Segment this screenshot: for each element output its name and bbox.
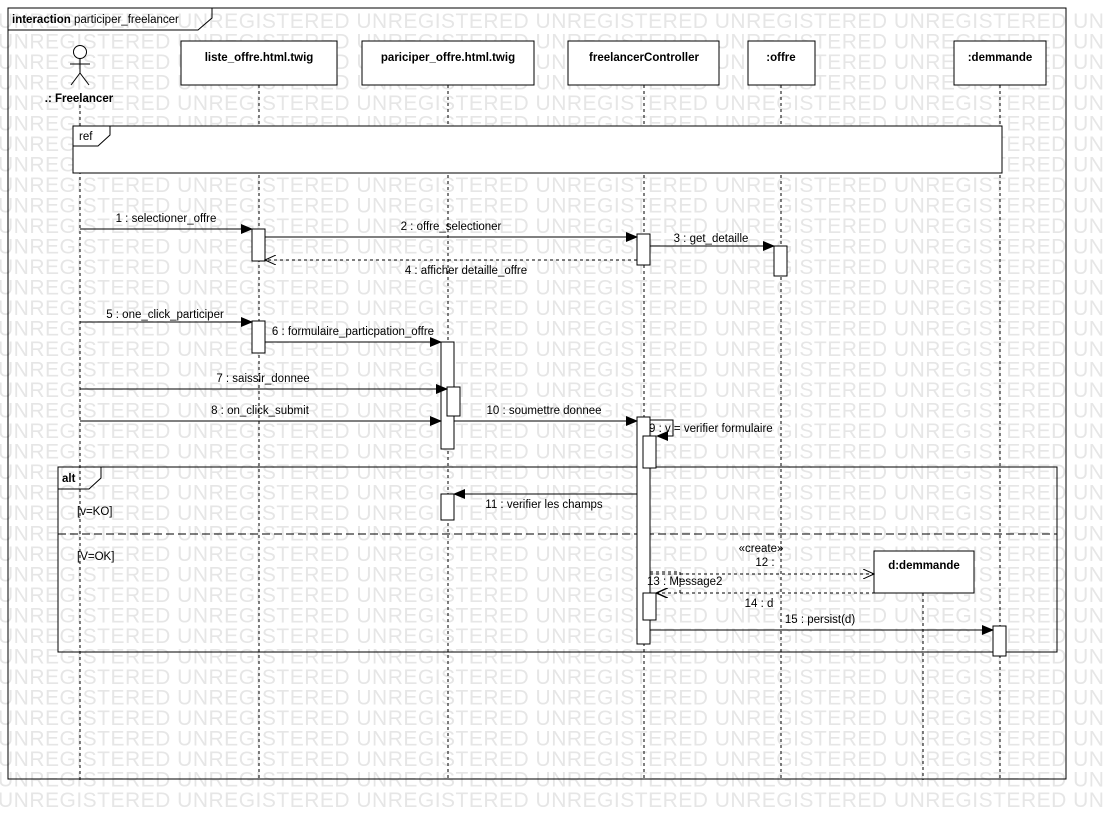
activation-liste-1 bbox=[251, 228, 266, 262]
activation-controller-3 bbox=[642, 435, 657, 469]
watermark-text: UNREGISTERED UNREGISTERED UNREGISTERED U… bbox=[0, 707, 1106, 730]
lifeline-box-liste bbox=[180, 40, 338, 86]
activation-demmande-1 bbox=[992, 625, 1007, 657]
watermark-text: UNREGISTERED UNREGISTERED UNREGISTERED U… bbox=[0, 174, 1106, 197]
activation-liste-2 bbox=[251, 320, 266, 354]
message-label-1: 1 : selectioner_offre bbox=[116, 213, 217, 225]
watermark-text: UNREGISTERED UNREGISTERED UNREGISTERED U… bbox=[0, 277, 1106, 300]
ref-fragment-tab bbox=[72, 126, 111, 147]
watermark-text: UNREGISTERED UNREGISTERED UNREGISTERED U… bbox=[0, 769, 1106, 792]
watermark-text: UNREGISTERED UNREGISTERED UNREGISTERED U… bbox=[0, 482, 1106, 505]
watermark-text: UNREGISTERED UNREGISTERED UNREGISTERED U… bbox=[0, 400, 1106, 423]
alt-fragment-tab bbox=[57, 467, 102, 490]
watermark-text: UNREGISTERED UNREGISTERED UNREGISTERED U… bbox=[0, 92, 1106, 115]
ref-keyword: ref bbox=[79, 131, 93, 143]
watermark-text: UNREGISTERED UNREGISTERED UNREGISTERED U… bbox=[0, 215, 1106, 238]
lifeline-label-offre: :offre bbox=[766, 52, 795, 64]
message-label-13: 13 : Message2 bbox=[647, 576, 722, 588]
lifeline-box-demmande bbox=[953, 40, 1047, 86]
alt-guard-ko: [v=KO] bbox=[77, 506, 112, 518]
watermark-text: UNREGISTERED UNREGISTERED UNREGISTERED U… bbox=[0, 728, 1106, 751]
lifeline-label-liste: liste_offre.html.twig bbox=[205, 52, 314, 64]
message-label-9: 9 : v = verifier formulaire bbox=[649, 423, 773, 435]
watermark-text: UNREGISTERED UNREGISTERED UNREGISTERED U… bbox=[0, 379, 1106, 402]
actor-head-icon bbox=[73, 45, 87, 59]
watermark-text: UNREGISTERED UNREGISTERED UNREGISTERED U… bbox=[0, 502, 1106, 525]
lifeline-label-pariciper: pariciper_offre.html.twig bbox=[381, 52, 515, 64]
alt-fragment bbox=[57, 466, 1058, 653]
created-object-box bbox=[873, 550, 975, 594]
message-label-7: 7 : saissir_donnee bbox=[216, 373, 309, 385]
message-label-10: 10 : soumettre donnee bbox=[486, 405, 601, 417]
watermark-text: UNREGISTERED UNREGISTERED UNREGISTERED U… bbox=[0, 666, 1106, 689]
activation-controller-1 bbox=[636, 233, 651, 266]
watermark-text: UNREGISTERED UNREGISTERED UNREGISTERED U… bbox=[0, 789, 1106, 812]
message-label-15: 15 : persist(d) bbox=[785, 614, 855, 626]
watermark-text: UNREGISTERED UNREGISTERED UNREGISTERED U… bbox=[0, 236, 1106, 259]
watermark-text: UNREGISTERED UNREGISTERED UNREGISTERED U… bbox=[0, 338, 1106, 361]
message-label-8: 8 : on_click_submit bbox=[211, 405, 310, 417]
lifeline-box-controller bbox=[567, 40, 720, 86]
alt-guard-ok: [V=OK] bbox=[77, 551, 114, 563]
activation-offre-1 bbox=[773, 245, 788, 277]
created-object-label: d:demmande bbox=[888, 560, 960, 572]
watermark-text: UNREGISTERED UNREGISTERED UNREGISTERED U… bbox=[0, 256, 1106, 279]
actor-freelancer bbox=[70, 45, 90, 86]
watermark-text: UNREGISTERED UNREGISTERED UNREGISTERED U… bbox=[0, 646, 1106, 669]
message-label-4: 4 : afficher detaille_offre bbox=[405, 265, 527, 277]
watermark-text: UNREGISTERED UNREGISTERED UNREGISTERED U… bbox=[0, 420, 1106, 443]
watermark-text: UNREGISTERED UNREGISTERED UNREGISTERED U… bbox=[0, 748, 1106, 771]
lifeline-label-demmande: :demmande bbox=[968, 52, 1033, 64]
lifeline-label-controller: freelancerController bbox=[589, 52, 699, 64]
watermark-text: UNREGISTERED UNREGISTERED UNREGISTERED U… bbox=[0, 605, 1106, 628]
watermark-text: UNREGISTERED UNREGISTERED UNREGISTERED U… bbox=[0, 543, 1106, 566]
alt-keyword: alt bbox=[62, 473, 76, 485]
interaction-frame-tab bbox=[7, 8, 213, 31]
watermark-text: UNREGISTERED UNREGISTERED UNREGISTERED U… bbox=[0, 564, 1106, 587]
message-label-3: 3 : get_detaille bbox=[674, 233, 749, 245]
watermark-text: UNREGISTERED UNREGISTERED UNREGISTERED U… bbox=[0, 441, 1106, 464]
watermark-text: UNREGISTERED UNREGISTERED UNREGISTERED U… bbox=[0, 195, 1106, 218]
activation-controller-2 bbox=[636, 416, 651, 645]
interaction-frame bbox=[7, 7, 1067, 780]
watermark-text: UNREGISTERED UNREGISTERED UNREGISTERED U… bbox=[0, 359, 1106, 382]
message-label-14: 14 : d bbox=[745, 598, 774, 610]
watermark-text: UNREGISTERED UNREGISTERED UNREGISTERED U… bbox=[0, 318, 1106, 341]
message-arrow-9 bbox=[650, 419, 674, 441]
watermark-text: UNREGISTERED UNREGISTERED UNREGISTERED U… bbox=[0, 297, 1106, 320]
watermark-text: UNREGISTERED UNREGISTERED UNREGISTERED U… bbox=[0, 687, 1106, 710]
lifeline-box-pariciper bbox=[361, 40, 535, 86]
ref-fragment bbox=[72, 125, 1003, 174]
actor-label: .: Freelancer bbox=[45, 93, 114, 105]
lifeline-box-offre bbox=[747, 40, 816, 86]
message-label-12: 12 : bbox=[755, 557, 774, 569]
create-stereotype: «create» bbox=[739, 543, 784, 555]
watermark-text: UNREGISTERED UNREGISTERED UNREGISTERED U… bbox=[0, 584, 1106, 607]
watermark-text: UNREGISTERED UNREGISTERED UNREGISTERED U… bbox=[0, 625, 1106, 648]
interaction-frame-title: interaction participer_freelancer bbox=[12, 14, 179, 26]
message-label-6: 6 : formulaire_particpation_offre bbox=[272, 326, 434, 338]
activation-pariciper-3 bbox=[440, 493, 455, 521]
message-label-5: 5 : one_click_participer bbox=[106, 309, 224, 321]
activation-controller-4 bbox=[642, 592, 657, 621]
message-label-2: 2 : offre_selectioner bbox=[401, 221, 502, 233]
message-label-11: 11 : verifier les champs bbox=[485, 499, 603, 511]
watermark-text: UNREGISTERED UNREGISTERED UNREGISTERED U… bbox=[0, 10, 1106, 33]
activation-pariciper-2 bbox=[446, 386, 461, 417]
